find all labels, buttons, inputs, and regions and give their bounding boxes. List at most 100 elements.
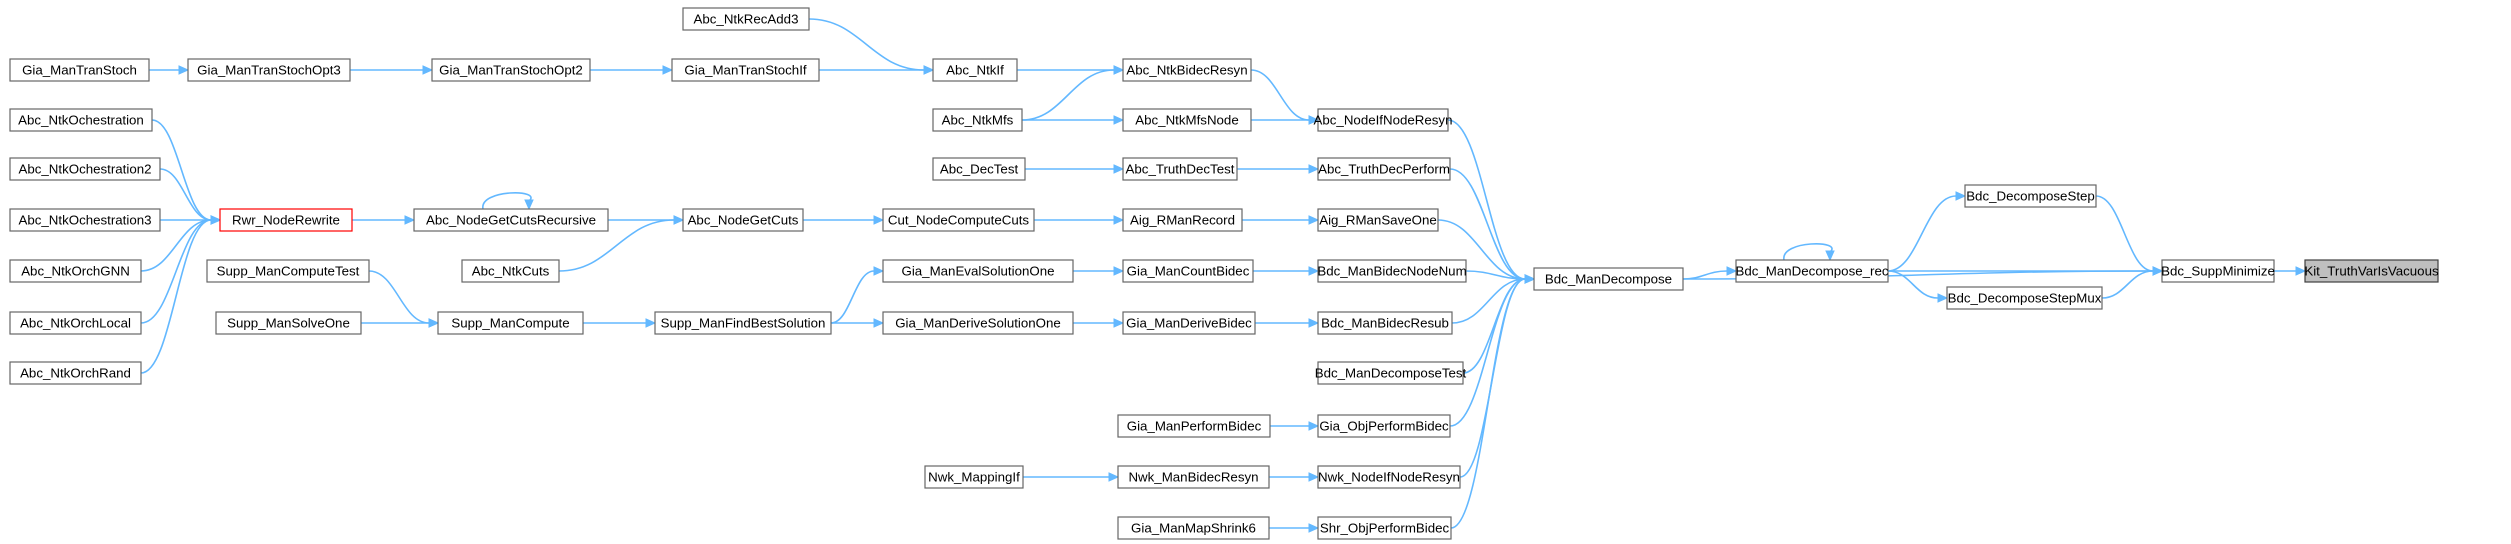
function-node[interactable]: Gia_ManCountBidec	[1122, 259, 1254, 283]
function-node[interactable]: Abc_NtkOrchLocal	[9, 311, 142, 335]
node-layer: Kit_TruthVarIsVacuousBdc_SuppMinimizeBdc…	[9, 7, 2439, 540]
node-box	[1317, 414, 1451, 438]
node-box	[9, 361, 142, 385]
node-label: Kit_TruthVarIsVacuous	[2304, 264, 2439, 279]
function-node[interactable]: Nwk_NodeIfNodeResyn	[1317, 465, 1461, 489]
call-edge-arrowhead	[1113, 318, 1125, 328]
node-label: Gia_ManPerformBidec	[1127, 419, 1262, 434]
function-node[interactable]: Abc_DecTest	[932, 157, 1026, 181]
function-node[interactable]: Bdc_ManBidecNodeNum	[1317, 259, 1467, 283]
node-box	[437, 311, 584, 335]
function-node[interactable]: Gia_ManTranStoch	[9, 58, 150, 82]
call-edge	[1887, 195, 1957, 272]
function-node[interactable]: Aig_RManSaveOne	[1317, 208, 1439, 232]
function-node[interactable]: Abc_NtkOchestration2	[9, 157, 161, 181]
node-box	[1122, 208, 1243, 232]
node-box	[682, 7, 810, 31]
function-node[interactable]: Abc_NodeIfNodeResyn	[1314, 108, 1453, 132]
node-label: Abc_NtkBidecResyn	[1126, 63, 1247, 78]
call-edge-arrowhead	[1308, 164, 1320, 174]
edge-layer	[140, 18, 2307, 533]
node-label: Rwr_NodeRewrite	[232, 213, 340, 228]
function-node[interactable]: Abc_NodeGetCuts	[682, 208, 804, 232]
function-node[interactable]: Bdc_ManDecomposeTest	[1315, 361, 1467, 385]
call-edge-arrowhead	[1308, 266, 1320, 276]
function-node[interactable]: Bdc_DecomposeStep	[1964, 184, 2097, 208]
node-label: Bdc_ManBidecResub	[1321, 316, 1449, 331]
node-box	[1317, 208, 1439, 232]
function-node[interactable]: Gia_ManEvalSolutionOne	[882, 259, 1074, 283]
node-box	[1122, 157, 1238, 181]
function-node[interactable]: Abc_NodeGetCutsRecursive	[413, 208, 609, 232]
node-box	[1117, 516, 1270, 540]
function-node[interactable]: Bdc_ManBidecResub	[1317, 311, 1453, 335]
call-edge-arrowhead	[1524, 274, 1536, 284]
function-node[interactable]: Rwr_NodeRewrite	[219, 208, 353, 232]
function-node[interactable]: Abc_TruthDecTest	[1122, 157, 1238, 181]
function-node[interactable]: Shr_ObjPerformBidec	[1317, 516, 1452, 540]
function-node[interactable]: Abc_NtkMfsNode	[1122, 108, 1252, 132]
function-node[interactable]: Gia_ManTranStochIf	[671, 58, 820, 82]
call-edge	[808, 18, 925, 71]
call-edge-arrowhead	[1113, 266, 1125, 276]
call-edge	[140, 219, 212, 374]
call-edge-arrowhead	[422, 65, 434, 75]
function-node[interactable]: Kit_TruthVarIsVacuous	[2304, 259, 2439, 283]
node-box	[187, 58, 351, 82]
function-node[interactable]: Gia_ObjPerformBidec	[1317, 414, 1451, 438]
node-label: Gia_ObjPerformBidec	[1319, 419, 1449, 434]
function-node[interactable]: Aig_RManRecord	[1122, 208, 1243, 232]
node-label: Bdc_SuppMinimize	[2161, 264, 2275, 279]
node-label: Abc_NtkMfs	[942, 113, 1014, 128]
function-node[interactable]: Bdc_SuppMinimize	[2161, 259, 2275, 283]
function-node[interactable]: Abc_NtkOrchGNN	[9, 259, 142, 283]
node-box	[682, 208, 804, 232]
function-node[interactable]: Gia_ManMapShrink6	[1117, 516, 1270, 540]
function-node[interactable]: Abc_NtkRecAdd3	[682, 7, 810, 31]
function-node[interactable]: Abc_NtkBidecResyn	[1122, 58, 1252, 82]
call-edge-arrowhead	[923, 65, 935, 75]
call-edge-arrowhead	[873, 266, 885, 276]
call-edge-arrowhead	[1113, 164, 1125, 174]
call-edge	[1451, 278, 1526, 324]
function-node[interactable]: Bdc_ManDecompose	[1533, 267, 1684, 291]
node-box	[206, 259, 370, 283]
node-box	[932, 157, 1026, 181]
function-node[interactable]: Abc_NtkIf	[932, 58, 1018, 82]
node-box	[1317, 108, 1449, 132]
function-node[interactable]: Gia_ManPerformBidec	[1117, 414, 1271, 438]
function-node[interactable]: Gia_ManDeriveBidec	[1122, 311, 1256, 335]
call-edge	[368, 270, 430, 324]
function-node[interactable]: Supp_ManComputeTest	[206, 259, 370, 283]
function-node[interactable]: Abc_NtkMfs	[932, 108, 1023, 132]
node-box	[9, 208, 161, 232]
node-label: Gia_ManMapShrink6	[1131, 521, 1256, 536]
function-node[interactable]: Gia_ManTranStochOpt3	[187, 58, 351, 82]
node-label: Abc_NtkOrchGNN	[21, 264, 130, 279]
node-box	[1946, 286, 2103, 310]
function-node[interactable]: Bdc_ManDecompose_rec	[1735, 259, 1889, 283]
call-edge-arrowhead	[1113, 215, 1125, 225]
function-node[interactable]: Gia_ManDeriveSolutionOne	[882, 311, 1074, 335]
function-node[interactable]: Supp_ManSolveOne	[215, 311, 362, 335]
node-box	[219, 208, 353, 232]
function-node[interactable]: Abc_NtkOchestration	[9, 108, 153, 132]
function-node[interactable]: Cut_NodeComputeCuts	[882, 208, 1035, 232]
function-node[interactable]: Supp_ManCompute	[437, 311, 584, 335]
node-label: Gia_ManEvalSolutionOne	[901, 264, 1054, 279]
node-label: Abc_NtkOchestration3	[18, 213, 151, 228]
node-label: Bdc_DecomposeStepMux	[1948, 291, 2102, 306]
function-node[interactable]: Nwk_ManBidecResyn	[1117, 465, 1270, 489]
function-node[interactable]: Abc_TruthDecPerform	[1317, 157, 1451, 181]
node-label: Gia_ManTranStoch	[22, 63, 137, 78]
function-node[interactable]: Abc_NtkOrchRand	[9, 361, 142, 385]
function-node[interactable]: Abc_NtkOchestration3	[9, 208, 161, 232]
node-label: Abc_NtkIf	[946, 63, 1004, 78]
node-box	[9, 108, 153, 132]
function-node[interactable]: Nwk_MappingIf	[924, 465, 1024, 489]
function-node[interactable]: Gia_ManTranStochOpt2	[431, 58, 591, 82]
node-label: Abc_NtkOchestration2	[18, 162, 151, 177]
function-node[interactable]: Abc_NtkCuts	[461, 259, 560, 283]
function-node[interactable]: Supp_ManFindBestSolution	[654, 311, 832, 335]
function-node[interactable]: Bdc_DecomposeStepMux	[1946, 286, 2103, 310]
